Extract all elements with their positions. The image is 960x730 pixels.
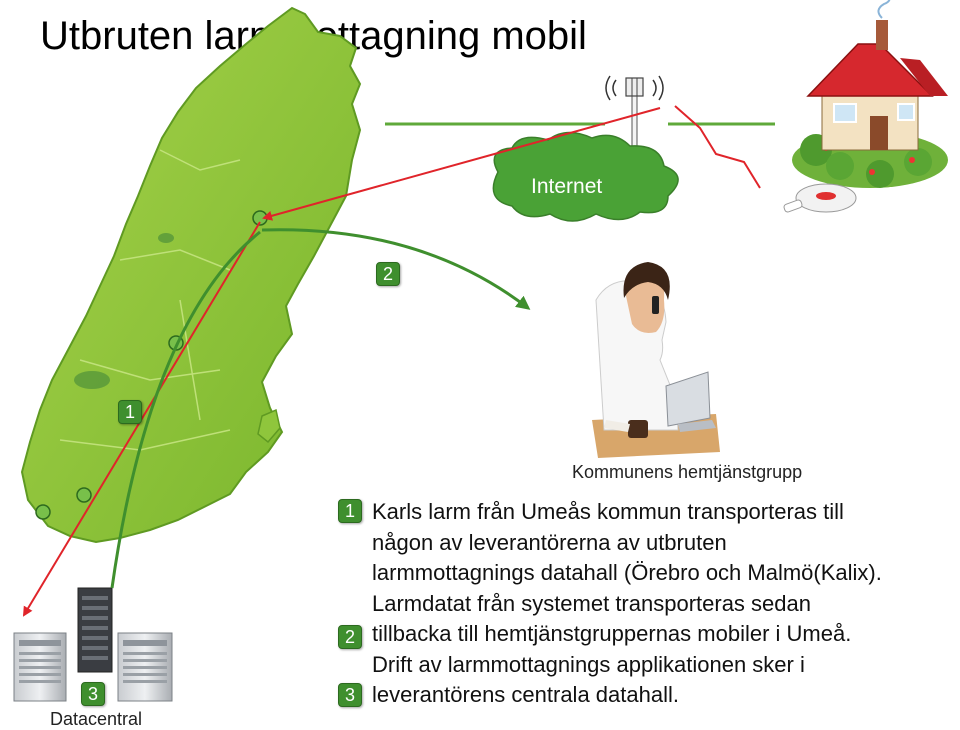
step-badge-1: 1: [118, 400, 142, 424]
cloud-icon: [492, 131, 679, 222]
description-line: tillbacka till hemtjänstgruppernas mobil…: [372, 621, 852, 646]
legend-badge-3: 3: [338, 683, 362, 707]
description-line: Larmdatat från systemet transporteras se…: [372, 590, 811, 616]
description-line: någon av leverantörerna av utbruten: [372, 529, 727, 555]
alarm-device-icon: [783, 183, 857, 213]
woman-on-phone-photo: [592, 262, 720, 458]
description-line: Drift av larmmottagnings applikationen s…: [372, 651, 805, 677]
map-node: [35, 504, 51, 520]
flow-arrow-green: [110, 230, 261, 589]
description-line: Karls larm från Umeås kommun transporter…: [372, 499, 844, 524]
sweden-map: [20, 6, 362, 544]
flow-arrow-green: [261, 228, 531, 310]
caption-team: Kommunens hemtjänstgrupp: [572, 462, 803, 482]
server-icon: [77, 587, 113, 673]
description-line: leverantörens centrala datahall.: [372, 682, 679, 707]
cell-tower-icon: [605, 75, 664, 156]
house-icon: [792, 0, 948, 188]
map-node: [76, 487, 92, 503]
legend-badge-2: 2: [338, 625, 362, 649]
flow-arrow-red: [674, 105, 761, 189]
step-badge-3: 3: [81, 682, 105, 706]
internet-label: Internet: [531, 175, 603, 198]
legend-badge-1: 1: [338, 499, 362, 523]
server-icon: [117, 632, 173, 702]
caption-datacenter: Datacentral: [50, 709, 143, 729]
server-icon: [13, 632, 67, 702]
step-badge-2: 2: [376, 262, 400, 286]
description-text: Karls larm från Umeås kommun transporter…: [372, 497, 957, 711]
flow-arrow-red: [262, 107, 661, 221]
flow-arrow-red: [22, 221, 261, 617]
description-line: larmmottagnings datahall (Örebro och Mal…: [372, 560, 882, 585]
